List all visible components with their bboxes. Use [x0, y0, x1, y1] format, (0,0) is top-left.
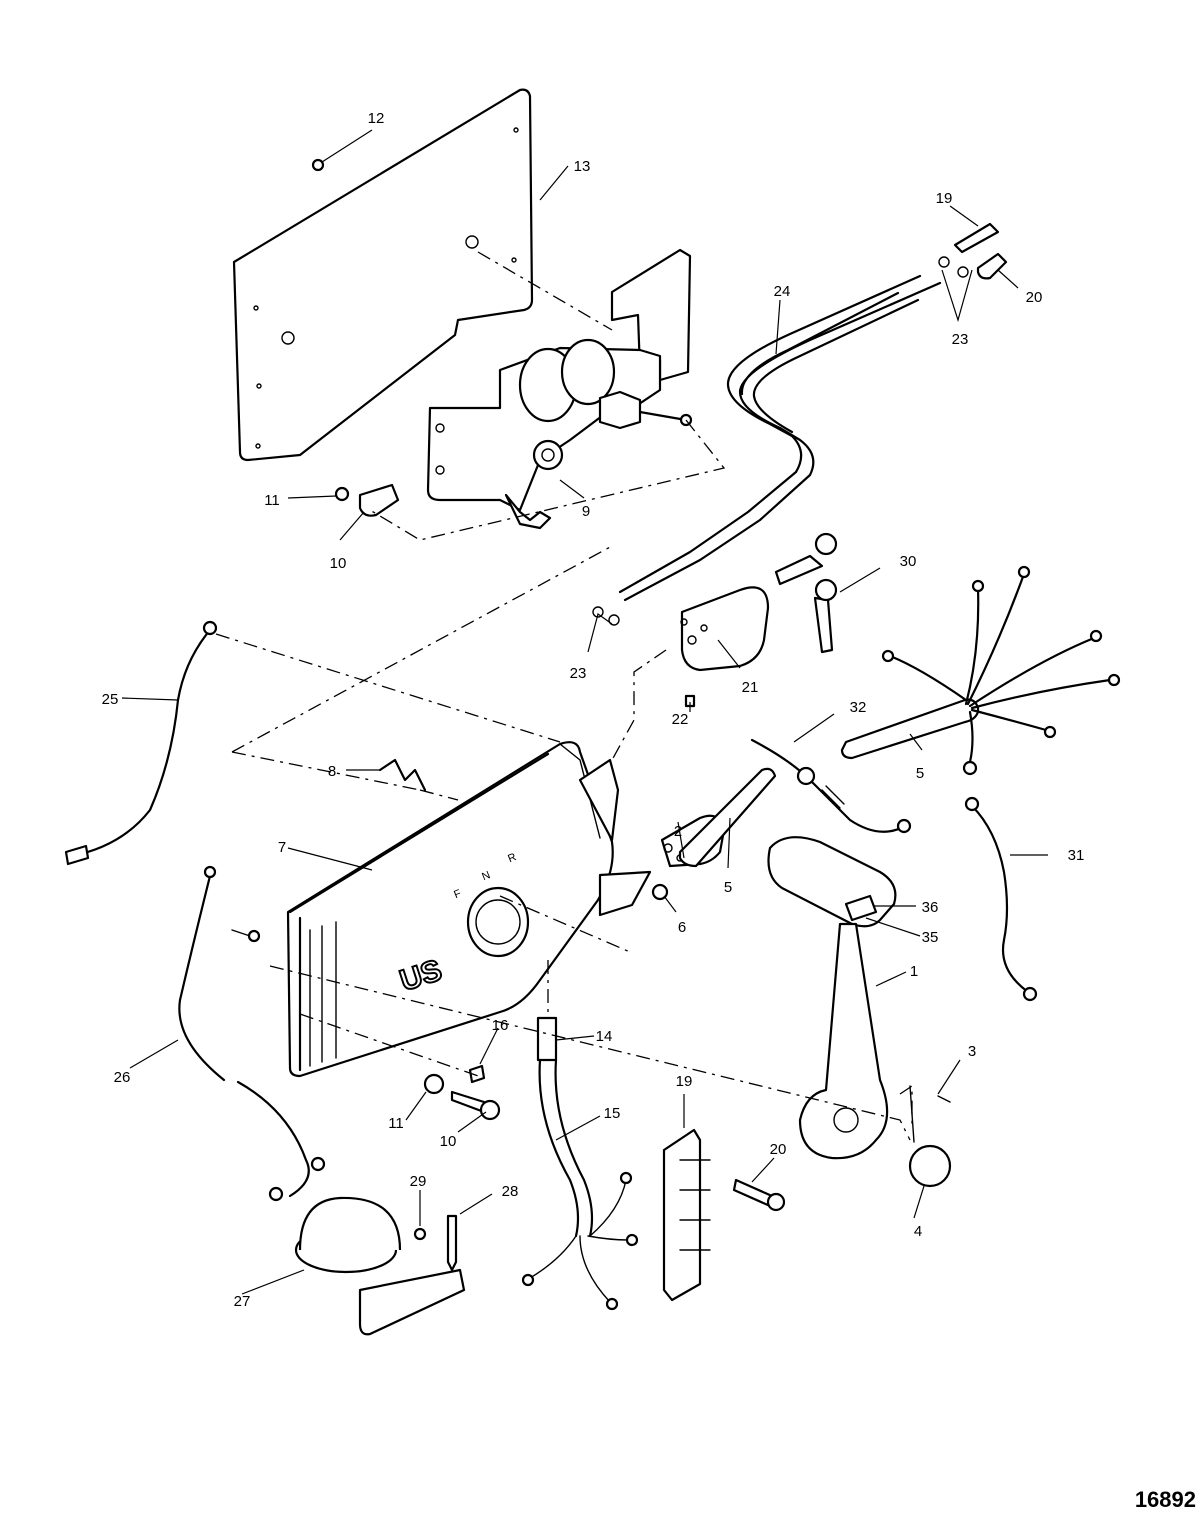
callout-17: 12 — [368, 110, 385, 127]
terminal-block-19 — [662, 1128, 711, 1302]
washer-11 — [423, 1073, 445, 1095]
leader-lines — [121, 129, 1048, 1295]
callout-14: 9 — [582, 503, 590, 520]
shift-mechanism — [426, 248, 693, 530]
callout-4: 4 — [914, 1223, 922, 1240]
callout-7: 14 — [596, 1028, 613, 1045]
screw-31 — [413, 1227, 427, 1241]
lead-28 — [178, 865, 326, 1202]
callout-29: 27 — [234, 1293, 251, 1310]
callout-3: 3 — [968, 1043, 976, 1060]
callout-6: 6 — [678, 919, 686, 936]
nut-22 — [684, 694, 696, 708]
ignition-switch-21 — [680, 586, 770, 672]
harness-8 — [521, 1016, 639, 1311]
cable-end-25 — [976, 252, 1008, 280]
callout-22: 22 — [672, 711, 689, 728]
pin-3 — [909, 1085, 951, 1143]
callout-23-top: 23 — [952, 331, 969, 348]
callout-30: 28 — [502, 1183, 519, 1200]
shift-mark-f: F — [452, 887, 463, 901]
keys-32 — [774, 532, 838, 654]
control-housing-12 — [286, 741, 652, 1078]
washer-6 — [651, 883, 669, 901]
callout-12: 7 — [278, 839, 286, 856]
callout-13: 8 — [328, 763, 336, 780]
callout-36: 36 — [922, 899, 939, 916]
callout-5-right: 5 — [916, 765, 924, 782]
nut-16 — [334, 486, 350, 502]
lanyard-34 — [750, 738, 912, 834]
screw-30 — [446, 1214, 458, 1272]
callout-labels: 12 13 19 20 23 24 11 10 9 30 23 21 22 25… — [102, 110, 1085, 1310]
bolt-10 — [450, 1090, 501, 1121]
callout-21: 21 — [742, 679, 759, 696]
callout-18: 13 — [574, 158, 591, 175]
screw-20 — [732, 1178, 786, 1212]
callout-26: 24 — [774, 283, 791, 300]
callout-33: 31 — [1068, 847, 1085, 864]
callout-1: 1 — [910, 963, 918, 980]
figure-number: 16892 — [1134, 1487, 1196, 1512]
callout-20: 20 — [770, 1141, 787, 1158]
callout-8: 15 — [604, 1105, 621, 1122]
cable-retainer-15 — [358, 483, 400, 517]
callout-32: 30 — [900, 553, 917, 570]
callout-11: 11 — [388, 1115, 404, 1132]
screw-17 — [311, 158, 325, 172]
callout-24: 19 — [936, 190, 953, 207]
callout-9: 16 — [492, 1017, 509, 1034]
callout-15: 10 — [330, 555, 347, 572]
callout-23-mid: 23 — [570, 665, 587, 682]
callout-16: 11 — [264, 492, 280, 509]
control-handle-1 — [767, 836, 897, 1160]
cable-end-24 — [953, 222, 1000, 254]
callout-10: 10 — [440, 1133, 457, 1150]
assembly-lines — [215, 251, 913, 1141]
callout-19: 19 — [676, 1073, 693, 1090]
shift-mark-n: N — [480, 869, 492, 883]
callout-34: 32 — [850, 699, 867, 716]
knob-4 — [908, 1144, 952, 1188]
callout-5-mid: 5 — [724, 879, 732, 896]
spacer-13 — [378, 758, 427, 792]
horn-29 — [294, 1196, 466, 1336]
lead-27 — [64, 620, 218, 866]
callout-25: 20 — [1026, 289, 1043, 306]
callout-27: 25 — [102, 691, 119, 708]
washers-23-top — [938, 256, 969, 278]
lead-33 — [964, 796, 1038, 1002]
callout-28: 26 — [114, 1069, 131, 1086]
mounting-plate — [232, 88, 534, 462]
washers-23-mid — [592, 606, 620, 626]
callout-2: 2 — [674, 823, 682, 840]
control-cables — [618, 274, 942, 602]
callout-35: 35 — [922, 929, 939, 946]
wiring-harness-5 — [840, 565, 1121, 776]
tube-5 — [678, 767, 777, 868]
shift-mark-r: R — [506, 851, 518, 865]
callout-31: 29 — [410, 1173, 427, 1190]
